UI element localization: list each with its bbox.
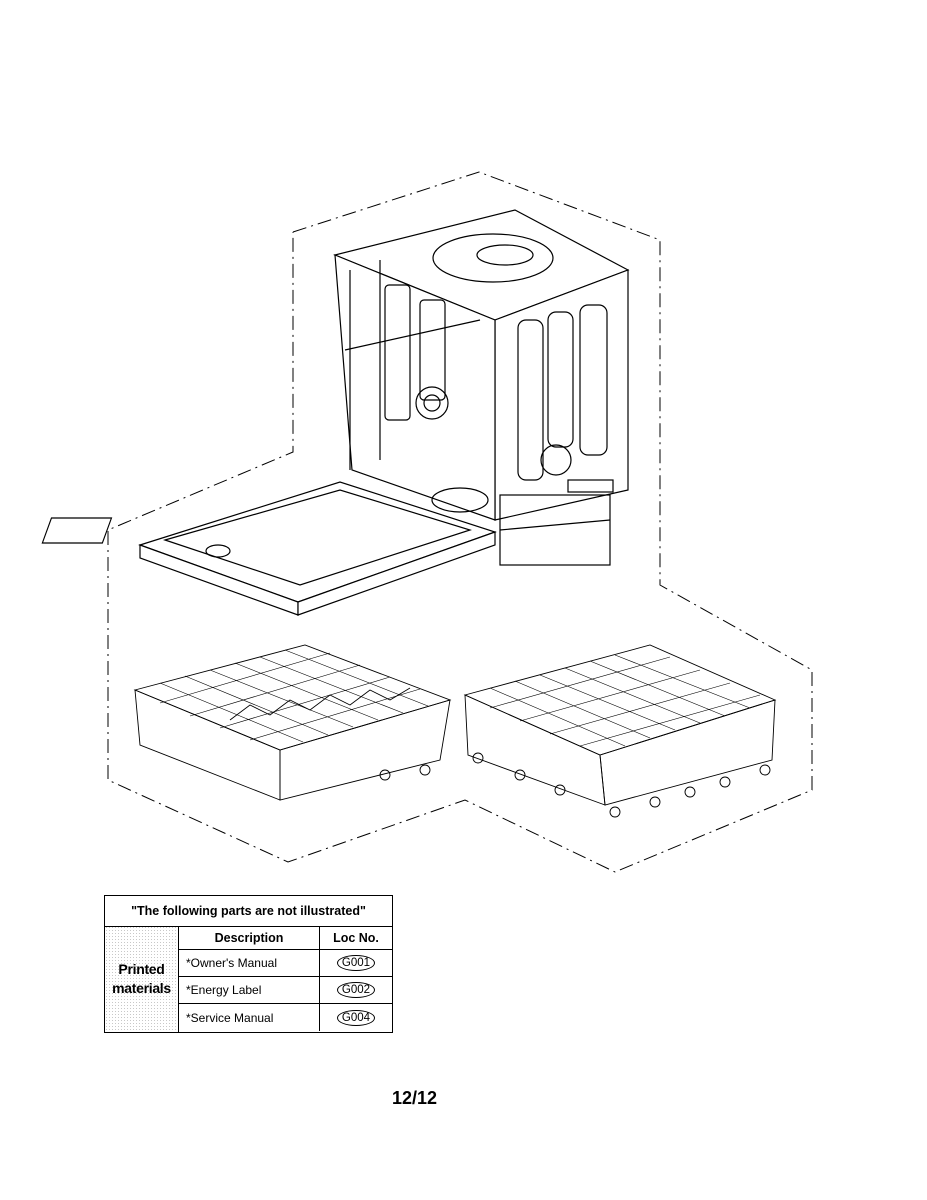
upper-rack	[133, 644, 452, 801]
loc-code: G004	[336, 1009, 376, 1026]
loc-no-header: Loc No.	[320, 926, 392, 950]
table-row-loc: G004	[320, 1004, 392, 1031]
table-row-loc: G002	[320, 977, 392, 1004]
exploded-view-drawing	[41, 171, 813, 873]
description-header: Description	[179, 926, 320, 950]
table-row-description: *Service Manual	[179, 1004, 320, 1031]
loc-code: G002	[336, 982, 376, 998]
page-number: 12/12	[392, 1088, 438, 1108]
table-row-description: *Energy Label	[179, 977, 320, 1004]
assembly-boundary	[107, 171, 813, 873]
dishwasher-tub	[333, 209, 630, 566]
group-label-line1: Printed	[118, 961, 165, 977]
group-label: Printed materials	[105, 926, 179, 1032]
lower-rack	[463, 644, 777, 818]
table-title: "The following parts are not illustrated…	[105, 896, 392, 927]
table-row-description: *Owner's Manual	[179, 950, 320, 977]
loc-code: G001	[336, 955, 376, 971]
group-label-line2: materials	[112, 980, 171, 996]
table-row-loc: G001	[320, 950, 392, 977]
not-illustrated-parts-table: "The following parts are not illustrated…	[104, 895, 393, 1033]
dishwasher-door	[41, 481, 497, 616]
